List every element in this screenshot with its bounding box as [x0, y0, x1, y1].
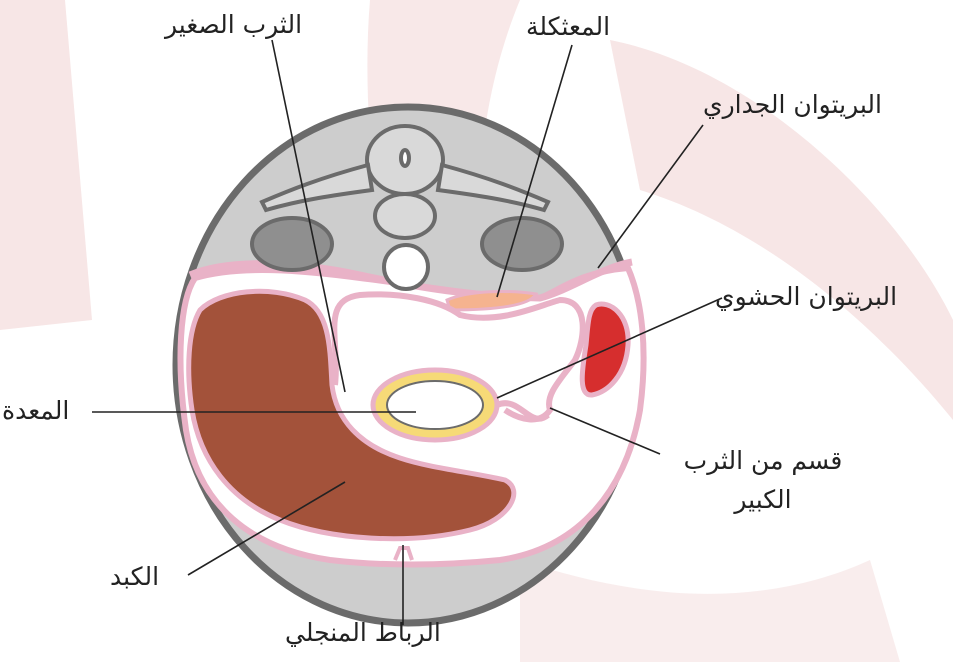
label-greater-omentum-line1: قسم من الثرب	[658, 442, 868, 481]
label-parietal-peritoneum: البريتوان الجداري	[703, 90, 882, 120]
label-liver: الكبد	[110, 562, 159, 592]
label-greater-omentum-line2: الكبير	[658, 481, 868, 520]
right-kidney	[252, 218, 332, 270]
label-lesser-sac: المعثكلة	[526, 12, 610, 42]
stomach-lumen	[387, 381, 483, 429]
label-stomach: المعدة	[2, 396, 69, 426]
label-lesser-omentum: الثرب الصغير	[165, 10, 302, 40]
label-falciform-ligament: الرباط المنجلي	[285, 618, 441, 648]
label-visceral-peritoneum: البريتوان الحشوي	[715, 282, 897, 312]
aorta	[384, 245, 428, 289]
label-greater-omentum: قسم من الثرب الكبير	[658, 442, 868, 520]
left-kidney	[482, 218, 562, 270]
